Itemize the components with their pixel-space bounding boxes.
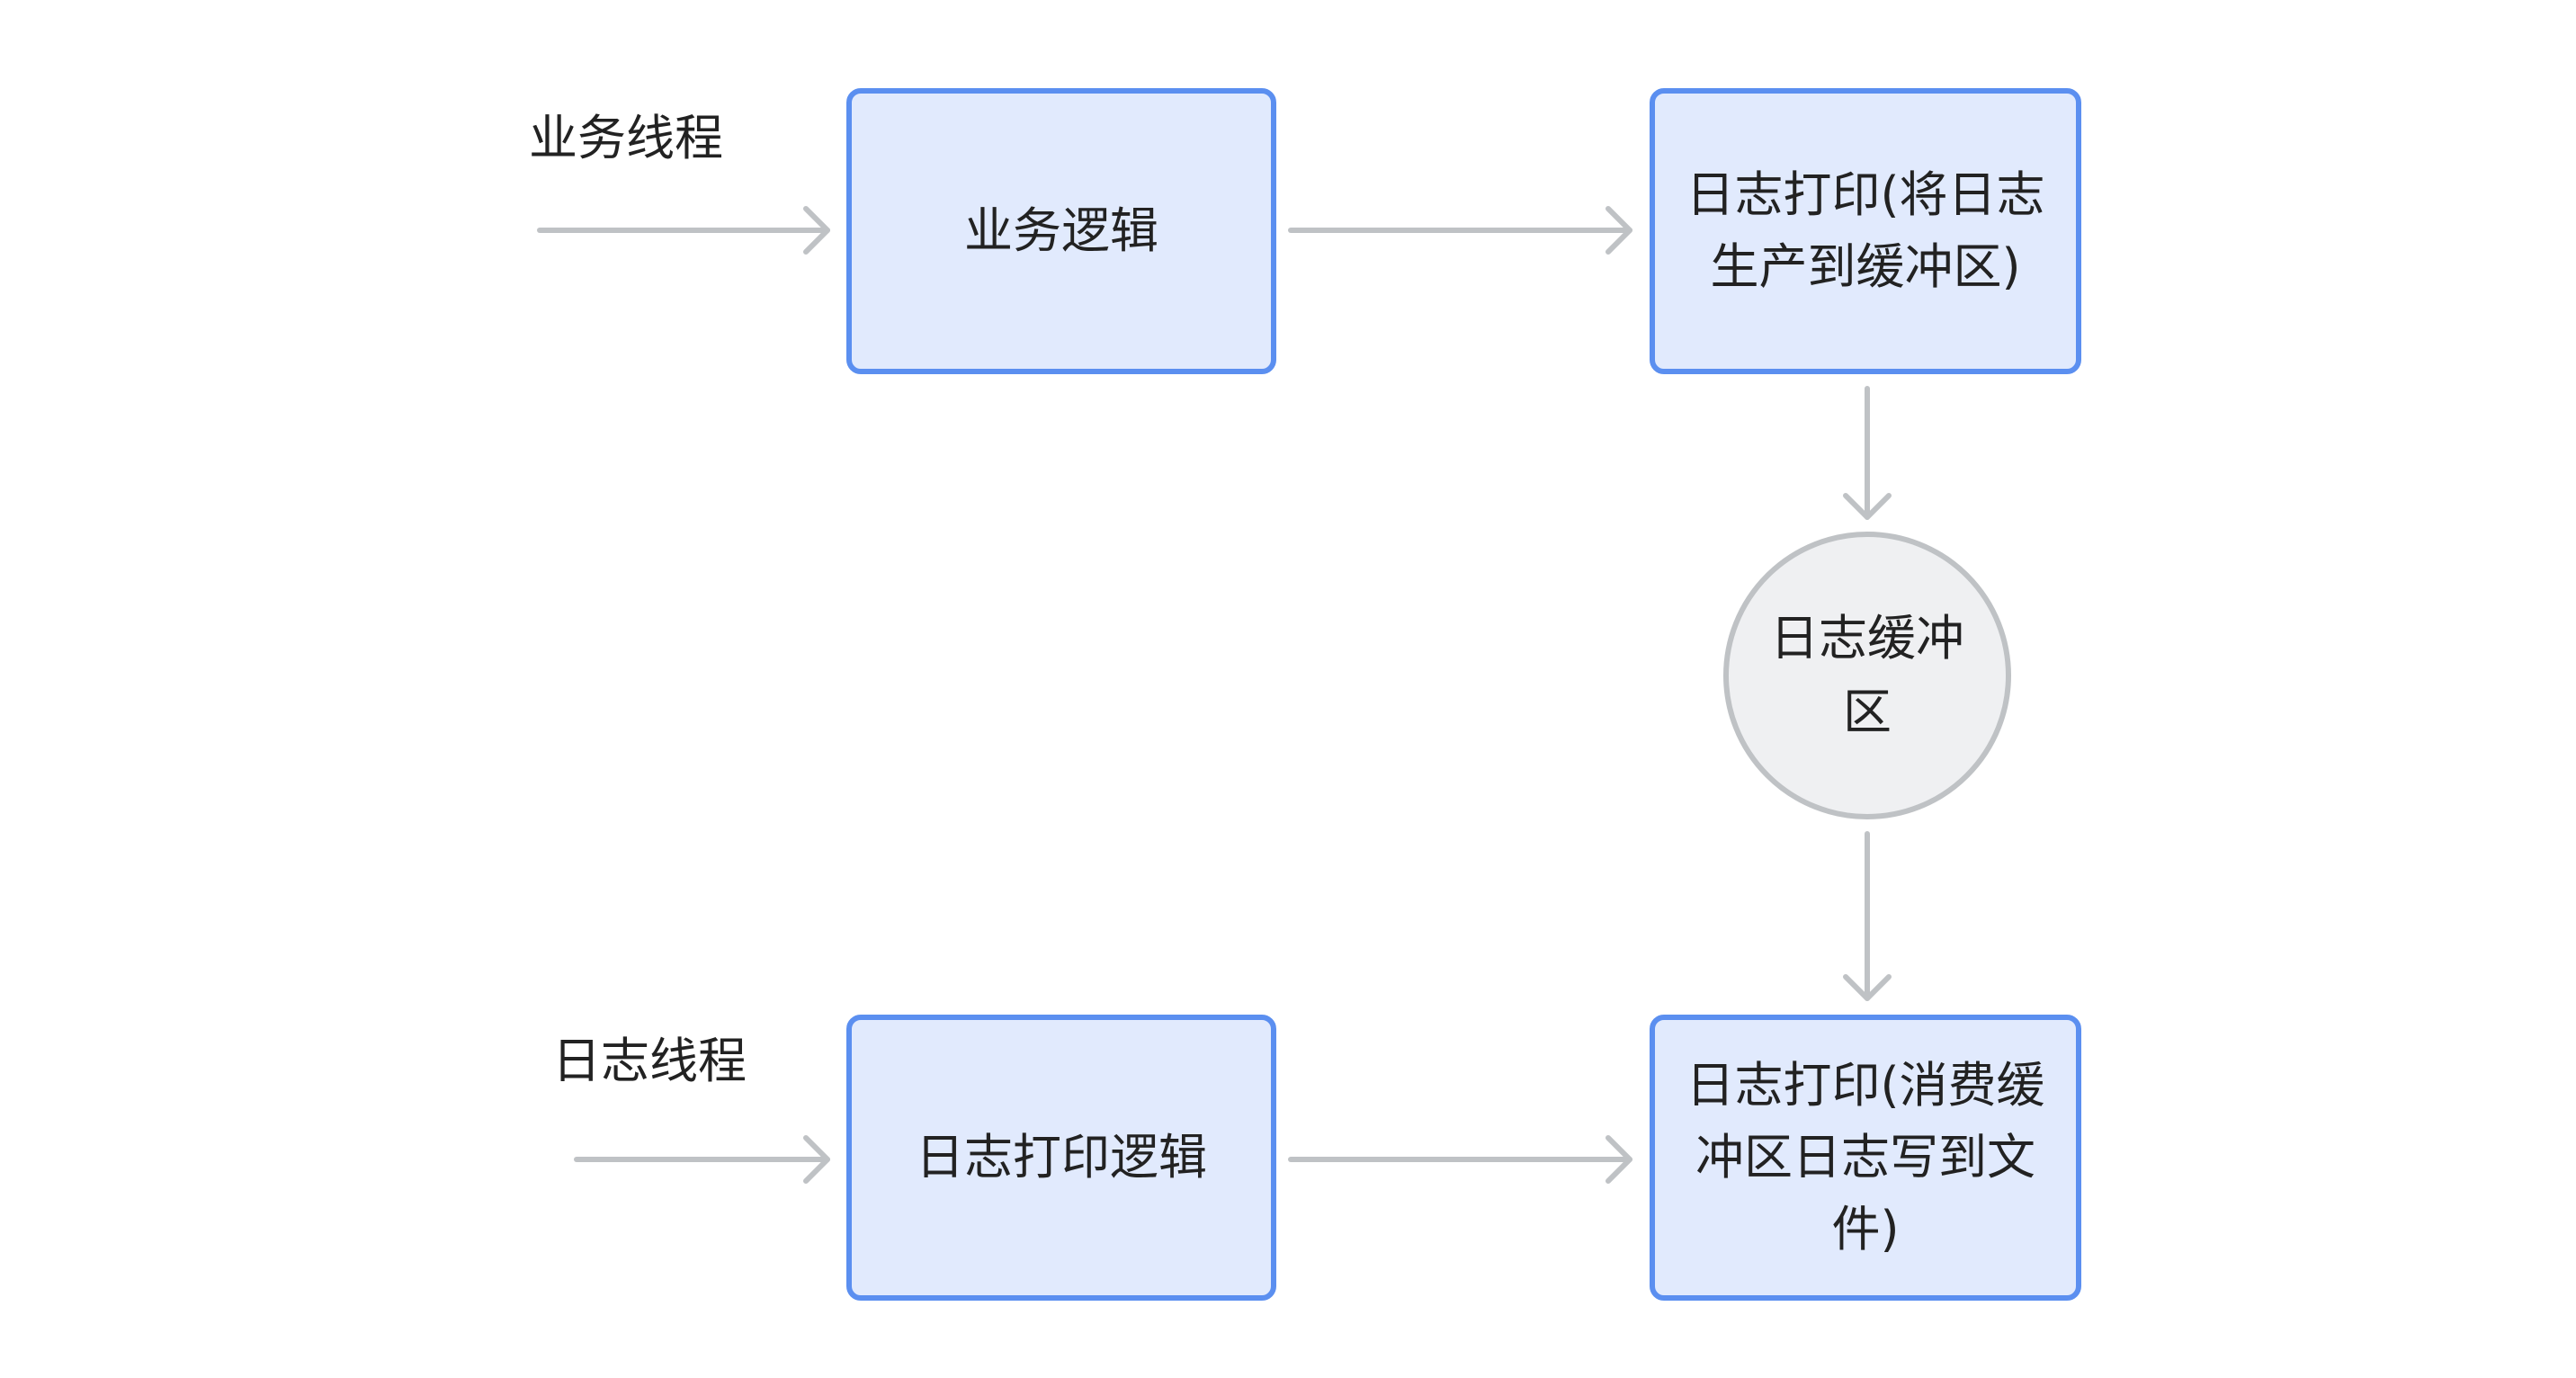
log-buffer-node: 日志缓冲区 bbox=[1723, 532, 2011, 819]
log-thread-label: 日志线程 bbox=[552, 1033, 747, 1089]
business-thread-label: 业务线程 bbox=[529, 110, 723, 166]
edge-buffer-to-log-print-consume bbox=[1843, 831, 1892, 1001]
edge-business-logic-to-log-print-produce bbox=[1288, 206, 1632, 255]
log-print-logic-node: 日志打印逻辑 bbox=[846, 1015, 1276, 1301]
business-logic-node: 业务逻辑 bbox=[846, 88, 1276, 374]
log-print-consume-node: 日志打印(消费缓冲区日志写到文件) bbox=[1650, 1015, 2081, 1301]
edge-log-print-logic-to-log-print-consume bbox=[1288, 1135, 1632, 1184]
edge-business-thread-to-business-logic bbox=[537, 206, 830, 255]
log-print-produce-node: 日志打印(将日志生产到缓冲区) bbox=[1650, 88, 2081, 374]
edge-log-thread-to-log-print-logic bbox=[574, 1135, 830, 1184]
edge-log-print-produce-to-buffer bbox=[1843, 386, 1892, 520]
